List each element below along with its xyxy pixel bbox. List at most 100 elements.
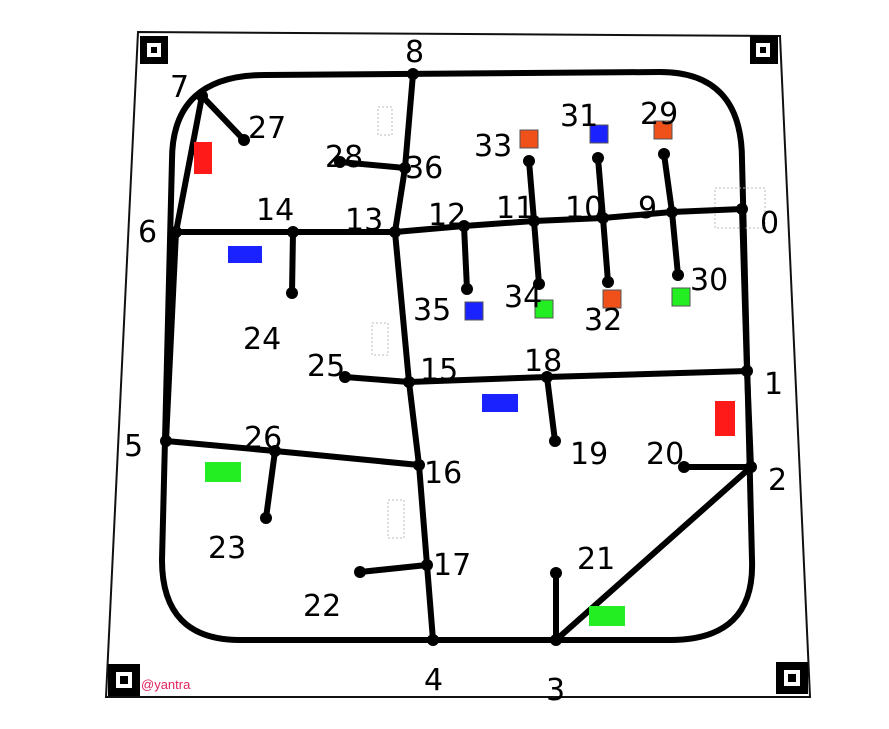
node-label-26: 26: [244, 421, 282, 456]
block-32: [602, 289, 622, 309]
node-label-2: 2: [768, 463, 787, 498]
node-label-14: 14: [256, 193, 294, 228]
zones-layer: [194, 142, 735, 626]
node-label-5: 5: [124, 429, 143, 464]
node-25: [339, 371, 351, 383]
zone-blue-center: [482, 394, 518, 412]
aruco-marker-top-left: [140, 36, 168, 64]
node-31: [592, 152, 604, 164]
edge-11-10: [531, 215, 606, 224]
nodes-layer: [160, 68, 757, 646]
edge-18-1: [544, 368, 750, 380]
edge-10-9: [600, 209, 675, 221]
edge-10-31: [595, 155, 606, 221]
edge-26-16: [272, 448, 422, 468]
outer-track: [159, 69, 756, 643]
node-23: [260, 512, 272, 524]
edge-9-30: [669, 209, 681, 278]
node-label-15: 15: [420, 353, 458, 388]
edge-12-35: [461, 223, 470, 292]
node-label-6: 6: [138, 215, 157, 250]
block-34: [534, 299, 554, 319]
node-label-24: 24: [243, 322, 281, 357]
edge-28-36: [337, 159, 408, 171]
edge-15-16: [406, 379, 422, 468]
node-26: [269, 445, 281, 457]
node-8: [407, 68, 419, 80]
node-4: [427, 634, 439, 646]
node-label-36: 36: [405, 151, 443, 186]
edge-9-29: [661, 151, 675, 215]
node-29: [658, 148, 670, 160]
node-label-12: 12: [428, 198, 466, 233]
block-33: [519, 129, 539, 149]
node-label-7: 7: [170, 70, 189, 105]
edge-6-7: [173, 93, 205, 235]
node-label-28: 28: [325, 140, 363, 175]
edge-14-24: [289, 229, 296, 296]
node-label-21: 21: [577, 542, 615, 577]
edge-13-15: [392, 229, 412, 385]
edge-10-32: [600, 215, 611, 285]
edge-15-18: [406, 374, 550, 385]
node-label-31: 31: [560, 99, 598, 134]
edges-layer: [163, 71, 754, 643]
zone-blue-left: [228, 246, 262, 263]
node-30: [672, 269, 684, 281]
edge-17-4: [424, 562, 436, 643]
node-14: [287, 226, 299, 238]
node-label-32: 32: [584, 303, 622, 338]
edge-2-3: [553, 464, 754, 643]
zone-red-right: [715, 401, 735, 436]
edge-25-15: [342, 374, 412, 385]
node-label-17: 17: [433, 548, 471, 583]
node-label-3: 3: [546, 673, 565, 708]
node-1: [741, 365, 753, 377]
node-2: [745, 461, 757, 473]
edge-12-11: [461, 218, 537, 229]
zone-green-bottom: [589, 606, 625, 626]
node-label-33: 33: [474, 129, 512, 164]
block-31: [589, 124, 609, 144]
edge-13-12: [392, 223, 467, 235]
node-label-1: 1: [764, 367, 783, 402]
edge-7-27: [199, 93, 247, 143]
block-35: [464, 301, 484, 321]
node-3: [550, 634, 562, 646]
node-7: [196, 90, 208, 102]
node-13: [389, 226, 401, 238]
node-label-35: 35: [413, 293, 451, 328]
edge-16-17: [416, 462, 430, 568]
node-label-16: 16: [424, 456, 462, 491]
node-11: [528, 215, 540, 227]
edge-0-1: [739, 206, 750, 374]
edge-5-26: [163, 438, 278, 454]
node-label-0: 0: [760, 206, 779, 241]
aruco-marker-top-right: [750, 36, 778, 64]
zone-red-topleft: [194, 142, 212, 174]
node-35: [461, 283, 473, 295]
node-5: [160, 435, 172, 447]
block-30: [671, 287, 691, 307]
node-label-10: 10: [565, 191, 603, 226]
node-15: [403, 376, 415, 388]
node-label-23: 23: [208, 531, 246, 566]
node-9: [666, 206, 678, 218]
node-32: [602, 276, 614, 288]
node-label-34: 34: [504, 280, 542, 315]
yantra-logo: @yantra: [140, 676, 206, 693]
node-label-30: 30: [690, 263, 728, 298]
brand-text: @yantra: [141, 677, 191, 692]
edge-18-19: [544, 374, 558, 444]
node-0: [736, 203, 748, 215]
node-21: [550, 567, 562, 579]
node-label-25: 25: [307, 349, 345, 384]
edge-26-23: [263, 448, 278, 521]
blocks-layer: [464, 120, 691, 321]
node-33: [523, 155, 535, 167]
arena-sheet: [104, 30, 812, 698]
node-22: [354, 566, 366, 578]
node-6: [170, 226, 182, 238]
